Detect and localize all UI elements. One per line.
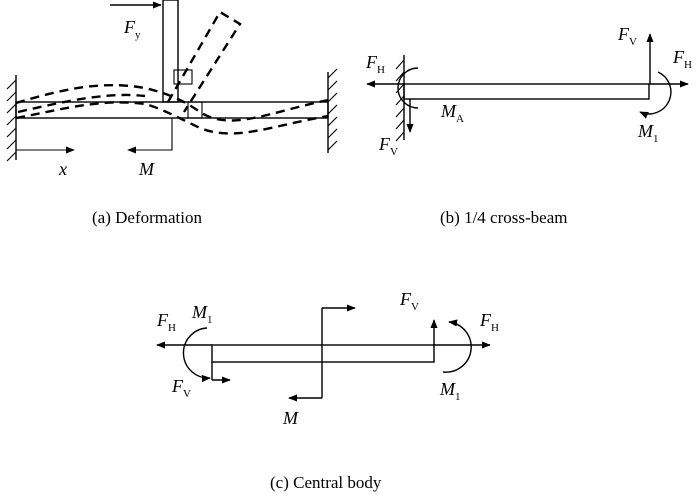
fv-up-label-c: FV bbox=[399, 289, 419, 313]
central-body bbox=[211, 344, 435, 363]
hub-marker-lower bbox=[187, 101, 203, 119]
m1-left-label: M1 bbox=[191, 302, 213, 326]
m-label: M bbox=[282, 408, 299, 428]
caption-c: (c) Central body bbox=[270, 473, 382, 492]
caption-a: (a) Deformation bbox=[92, 208, 202, 227]
fh-left-label-c: FH bbox=[156, 310, 176, 334]
undeformed-beam bbox=[15, 101, 329, 119]
vertical-post bbox=[162, 0, 179, 103]
fh-right-label-c: FH bbox=[479, 310, 499, 334]
m1-left-arc bbox=[182, 327, 211, 383]
cross-beam bbox=[403, 83, 650, 100]
m1-right-label: M1 bbox=[439, 379, 461, 403]
fv-left-label: FV bbox=[171, 376, 191, 400]
hub-marker bbox=[173, 69, 193, 85]
deformed-beam bbox=[15, 10, 329, 135]
right-wall bbox=[327, 68, 338, 153]
moment-arrow bbox=[127, 118, 173, 154]
moment-label: M bbox=[138, 159, 155, 179]
m1-arc bbox=[639, 71, 672, 119]
ma-arc bbox=[397, 67, 419, 109]
x-label: x bbox=[58, 159, 67, 179]
fy-label: Fy bbox=[123, 17, 141, 41]
fh-right-label: FH bbox=[672, 47, 692, 71]
m1-right-arc bbox=[442, 319, 472, 373]
left-wall bbox=[6, 75, 17, 162]
fv-down-label: FV bbox=[378, 134, 398, 158]
panel-a-deformation: Fy x M (a) Deformation bbox=[6, 0, 338, 227]
caption-b: (b) 1/4 cross-beam bbox=[440, 208, 567, 227]
m1-label: M1 bbox=[637, 121, 659, 145]
fh-left-label: FH bbox=[365, 52, 385, 76]
panel-b-cross-beam: FH FV MA FV FH M1 (b) 1/4 cross-beam bbox=[365, 24, 692, 227]
panel-c-central-body: M FH M1 FV FV FH M1 (c) Central body bbox=[156, 289, 499, 492]
fv-up-label: FV bbox=[617, 24, 637, 48]
ma-label: MA bbox=[440, 101, 464, 125]
